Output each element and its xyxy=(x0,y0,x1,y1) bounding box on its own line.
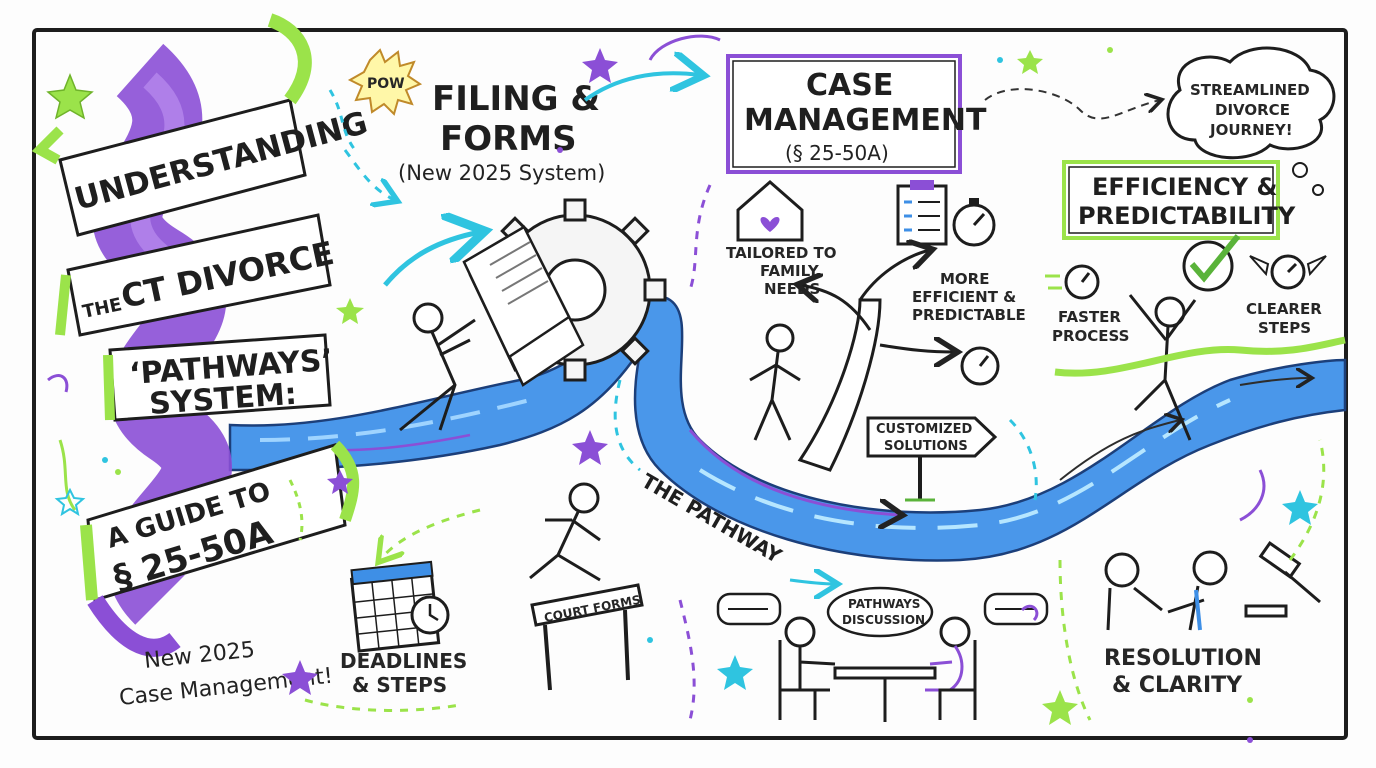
cloud-line-2: DIVORCE xyxy=(1215,101,1290,119)
filing-title-line-1: FILING & xyxy=(432,79,600,119)
gavel-icon xyxy=(1244,541,1321,618)
dot-doodles xyxy=(102,47,1253,743)
hurdle-icon xyxy=(530,583,644,691)
case-box-line-3: (§ 25-50A) xyxy=(785,141,889,165)
case-box-line-2: MANAGEMENT xyxy=(744,103,987,138)
faster-line-1: FASTER xyxy=(1058,308,1121,326)
efficient-line-2: EFFICIENT & xyxy=(912,288,1016,306)
thought-cloud xyxy=(1166,46,1336,196)
finish-line-person-icon xyxy=(1128,294,1197,441)
handshake-people-icon xyxy=(1104,550,1228,631)
decorative-doodles xyxy=(47,34,1326,721)
winged-clock-icon xyxy=(1249,254,1327,290)
stopwatch-icon xyxy=(952,198,996,247)
clearer-line-2: STEPS xyxy=(1258,319,1311,337)
pow-label: POW xyxy=(367,76,405,92)
family-line-3: NEEDS xyxy=(764,280,820,298)
star-doodles xyxy=(46,48,1318,725)
pushing-person-icon xyxy=(399,302,476,432)
case-box-line-1: CASE xyxy=(806,68,893,103)
filing-arrow xyxy=(583,73,700,102)
speech-bubble-icons xyxy=(716,586,1049,638)
filing-title-line-2: FORMS xyxy=(440,119,577,159)
pow-burst xyxy=(347,48,423,116)
faster-stopwatch-icon xyxy=(1045,264,1100,300)
family-line-1: TAILORED TO xyxy=(726,244,837,262)
stopwatch-icon-2 xyxy=(960,346,1000,386)
walking-person-icon xyxy=(749,323,801,441)
jumping-person-icon xyxy=(529,482,601,582)
efficiency-line-2: PREDICTABILITY xyxy=(1078,202,1296,230)
calendar-icon xyxy=(349,560,450,653)
filing-title-line-3: (New 2025 System) xyxy=(398,161,605,185)
cloud-line-3: JOURNEY! xyxy=(1209,121,1293,139)
resolution-line-2: & CLARITY xyxy=(1112,673,1243,698)
clearer-line-1: CLEARER xyxy=(1246,300,1322,318)
title-banner xyxy=(31,13,360,657)
deadlines-line-1: DEADLINES xyxy=(340,649,467,673)
clipboard-icon xyxy=(896,180,948,246)
case-management-box xyxy=(726,54,962,174)
checkmark-icon xyxy=(1182,234,1241,292)
discussion-line-1: PATHWAYS xyxy=(848,597,920,611)
signpost xyxy=(866,416,998,502)
efficiency-box xyxy=(1062,160,1280,240)
family-line-2: FAMILY xyxy=(760,262,820,280)
signpost-line-1: CUSTOMIZED xyxy=(876,422,972,437)
finish-ribbon xyxy=(1054,336,1346,377)
efficiency-line-1: EFFICIENCY & xyxy=(1092,173,1277,201)
journey-arrow xyxy=(984,88,1160,120)
house-heart-icon xyxy=(736,180,804,242)
efficient-line-1: MORE xyxy=(940,270,989,288)
deadlines-line-2: & STEPS xyxy=(352,673,447,697)
resolution-line-1: RESOLUTION xyxy=(1104,646,1262,671)
pathway-arrow xyxy=(789,580,835,584)
discussion-line-2: DISCUSSION xyxy=(842,613,925,627)
push-arrow xyxy=(383,232,480,287)
signpost-line-2: SOLUTIONS xyxy=(884,439,968,454)
cloud-line-1: STREAMLINED xyxy=(1190,81,1310,99)
faster-line-2: PROCESS xyxy=(1052,327,1129,345)
forking-roads xyxy=(800,250,955,472)
meeting-table-icon xyxy=(778,616,977,722)
efficient-line-3: PREDICTABLE xyxy=(912,306,1026,324)
